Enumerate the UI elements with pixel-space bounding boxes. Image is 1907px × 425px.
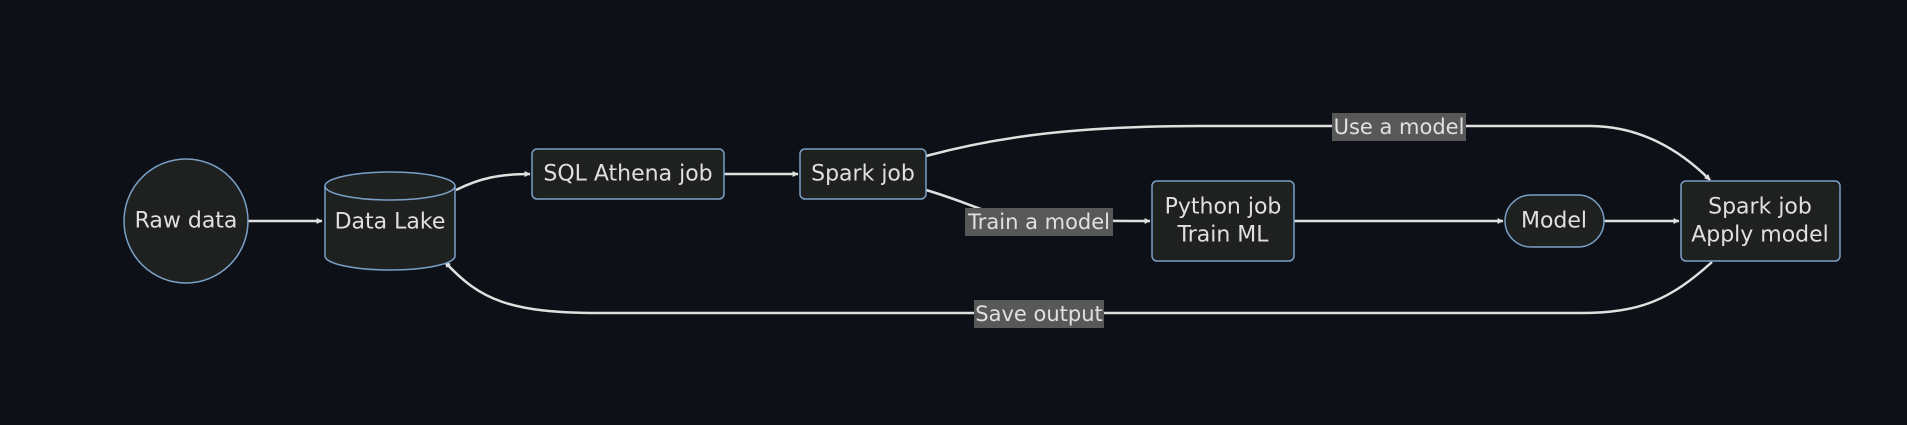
svg-text:Apply model: Apply model (1691, 223, 1829, 248)
svg-text:Raw data: Raw data (135, 209, 238, 234)
edge-lake-to-sql (455, 171, 531, 192)
node-raw-data: Raw data (123, 158, 249, 284)
svg-text:Spark job: Spark job (811, 162, 915, 187)
node-spark-apply-model: Spark job Apply model (1680, 180, 1841, 262)
edge-apply-to-lake (444, 261, 1713, 315)
svg-text:Python job: Python job (1165, 195, 1282, 220)
node-model: Model (1504, 194, 1605, 248)
svg-text:Data Lake: Data Lake (335, 210, 446, 235)
node-python-job: Python job Train ML (1151, 180, 1295, 262)
node-sql-athena-job: SQL Athena job (531, 148, 725, 200)
edge-label-use-model: Use a model (1332, 113, 1466, 141)
svg-text:SQL Athena job: SQL Athena job (543, 162, 712, 187)
svg-text:Use a model: Use a model (1334, 115, 1465, 139)
svg-text:Save output: Save output (975, 302, 1103, 326)
edge-label-train-model: Train a model (965, 208, 1113, 236)
node-spark-job: Spark job (799, 148, 927, 200)
svg-text:Train a model: Train a model (967, 210, 1110, 234)
edge-label-save-output: Save output (974, 300, 1104, 328)
svg-text:Train ML: Train ML (1176, 223, 1269, 248)
edge-spark-to-apply (925, 124, 1711, 181)
node-data-lake: Data Lake (324, 171, 456, 271)
svg-text:Model: Model (1521, 209, 1587, 234)
svg-text:Spark job: Spark job (1708, 195, 1812, 220)
